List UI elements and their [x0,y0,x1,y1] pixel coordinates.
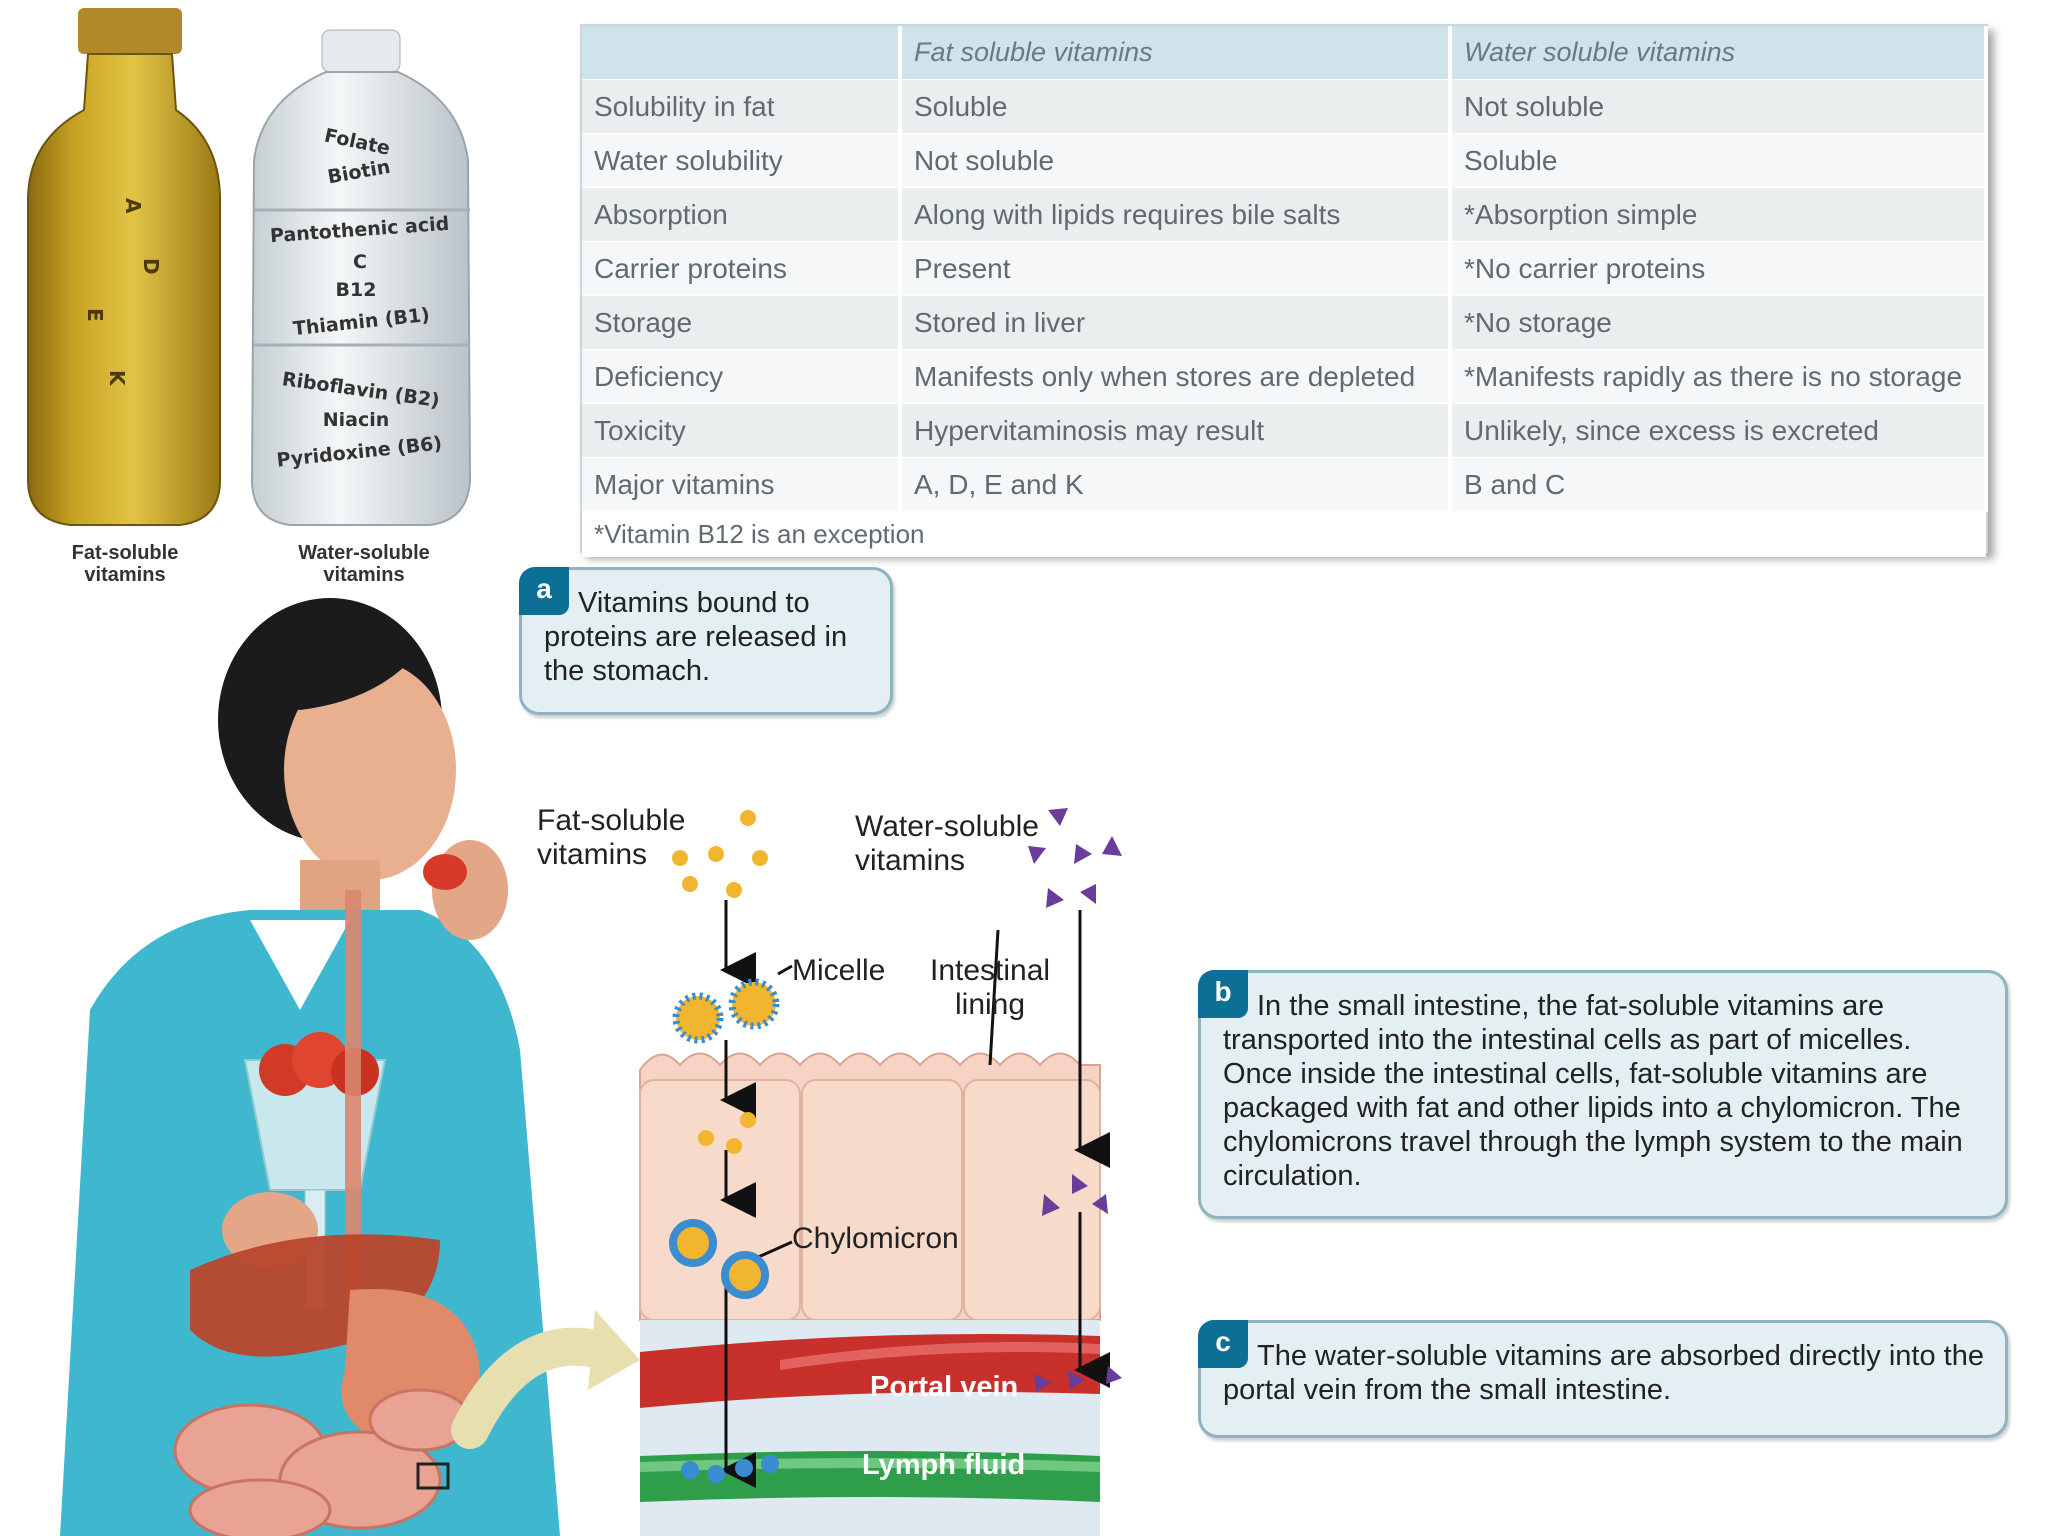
letter-d: D [139,258,163,275]
chylomicron-label: Chylomicron [792,1222,959,1255]
table-cell: Stored in liver [900,295,1452,350]
table-cell: Deficiency [582,349,902,404]
micelles [672,978,780,1044]
step-a-line1: Vitamins bound to [578,587,810,619]
table-cell: Absorption [582,187,902,242]
person-eating-illustration [60,598,640,1536]
table-cell: Soluble [1450,133,1988,188]
table-cell: Present [900,241,1452,296]
step-b-line1: In the small intestine, the fat-soluble … [1257,990,1885,1022]
table-cell: Storage [582,295,902,350]
water-label-line2: vitamins [855,844,966,877]
table-cell: *No carrier proteins [1450,241,1988,296]
step-a-box: a Vitamins bound to proteins are release… [519,567,893,715]
table-cell: Fat soluble vitamins [900,26,1452,80]
table-footnote: *Vitamin B12 is an exception [582,511,1986,557]
step-b-text: transported into the intestinal cells as… [1223,1024,1963,1192]
table-footnote-row: *Vitamin B12 is an exception [582,511,1986,557]
water-bottle [250,29,472,526]
step-c-line1: The water-soluble vitamins are absorbed … [1257,1340,1936,1372]
fat-caption-line2: vitamins [84,564,166,586]
letter-k: K [105,370,129,387]
lining-line2: lining [955,988,1026,1021]
portal-vein-label: Portal vein [870,1371,1019,1403]
chylomicrons [669,1219,779,1483]
fat-soluble-bottle-caption: Fat-soluble vitamins [40,542,210,586]
oil-bottle-letters: A D E K [83,198,163,387]
zoom-region-marker [416,1462,450,1490]
intestinal-lining-label: Intestinal lining [930,954,1050,1022]
table-cell: *Manifests rapidly as there is no storag… [1450,349,1988,404]
label-c: C [353,251,367,273]
water-soluble-bottle-caption: Water-soluble vitamins [276,542,452,586]
table-cell: Water soluble vitamins [1450,26,1988,80]
water-label-line1: Water-soluble [855,810,1039,843]
fat-caption-line1: Fat-soluble [71,542,179,564]
letter-a: A [121,198,145,214]
table-cell: Soluble [900,79,1452,134]
table-cell: Carrier proteins [582,241,902,296]
table-cell: Toxicity [582,403,902,458]
water-soluble-vitamin-triangles [1028,808,1122,1392]
table-cell: A, D, E and K [900,457,1452,512]
table-cell: Not soluble [1450,79,1988,134]
table-cell: B and C [1450,457,1988,512]
step-a-text: proteins are released in the stomach. [544,621,848,687]
portal-vein [640,1334,1100,1408]
table-cell: Not soluble [900,133,1452,188]
flow-arrows [720,900,1110,1488]
label-b12: B12 [336,279,377,301]
fat-label-line2: vitamins [537,838,648,871]
table-cell: Water solubility [582,133,902,188]
table-cell: *Absorption simple [1450,187,1988,242]
table-cell: Manifests only when stores are depleted [900,349,1452,404]
zoom-arrow [451,1327,619,1449]
table-cell: Major vitamins [582,457,902,512]
fat-soluble-label: Fat-soluble vitamins [537,804,685,872]
table-cell [582,26,902,80]
lining-line1: Intestinal [930,954,1051,987]
table-cell: *No storage [1450,295,1988,350]
water-soluble-label: Water-soluble vitamins [855,810,1039,878]
step-c-text: the portal vein from the small intestine… [1223,1340,1984,1406]
step-b-box: b In the small intestine, the fat-solubl… [1198,970,2008,1219]
vitamin-bottles-illustration: A D E K Folate Biotin Pantothenic acid C… [27,8,472,526]
water-caption-line2: vitamins [323,564,405,586]
fat-soluble-vitamin-dots [672,810,768,1154]
table-cell: Along with lipids requires bile salts [900,187,1452,242]
table-cell: Hypervitaminosis may result [900,403,1452,458]
oil-bottle [27,8,221,526]
label-niacin: Niacin [323,409,390,431]
letter-e: E [83,308,107,322]
table-cell: Unlikely, since excess is excreted [1450,403,1988,458]
micelle-label: Micelle [792,954,886,987]
step-b-badge: b [1198,970,1248,1018]
step-c-box: c The water-soluble vitamins are absorbe… [1198,1320,2008,1438]
absorption-diagram [639,808,1122,1536]
step-a-badge: a [519,567,569,615]
table-cell: Solubility in fat [582,79,902,134]
lymph-fluid-label: Lymph fluid [862,1449,1026,1481]
step-c-badge: c [1198,1320,1248,1368]
water-caption-line1: Water-soluble [298,542,430,564]
fat-label-line1: Fat-soluble [537,804,686,837]
